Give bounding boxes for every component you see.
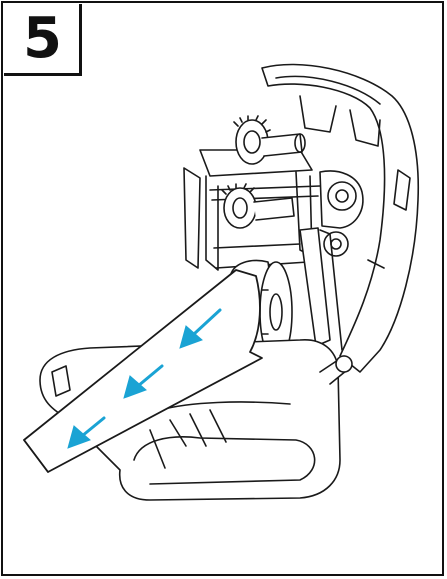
feed-arrow-lower-icon: [67, 416, 106, 449]
step-number-box: 5: [4, 4, 82, 76]
printer-top-cover: [261, 63, 420, 373]
feed-arrow-upper-icon: [179, 308, 222, 349]
ribbon-spindle-upper: [233, 115, 306, 165]
feed-arrow-group: [67, 308, 222, 449]
feed-arrow-middle-icon: [123, 364, 164, 399]
step-number: 5: [23, 5, 62, 71]
ribbon-spindle-lower: [221, 183, 295, 229]
media-strip: [23, 269, 263, 473]
